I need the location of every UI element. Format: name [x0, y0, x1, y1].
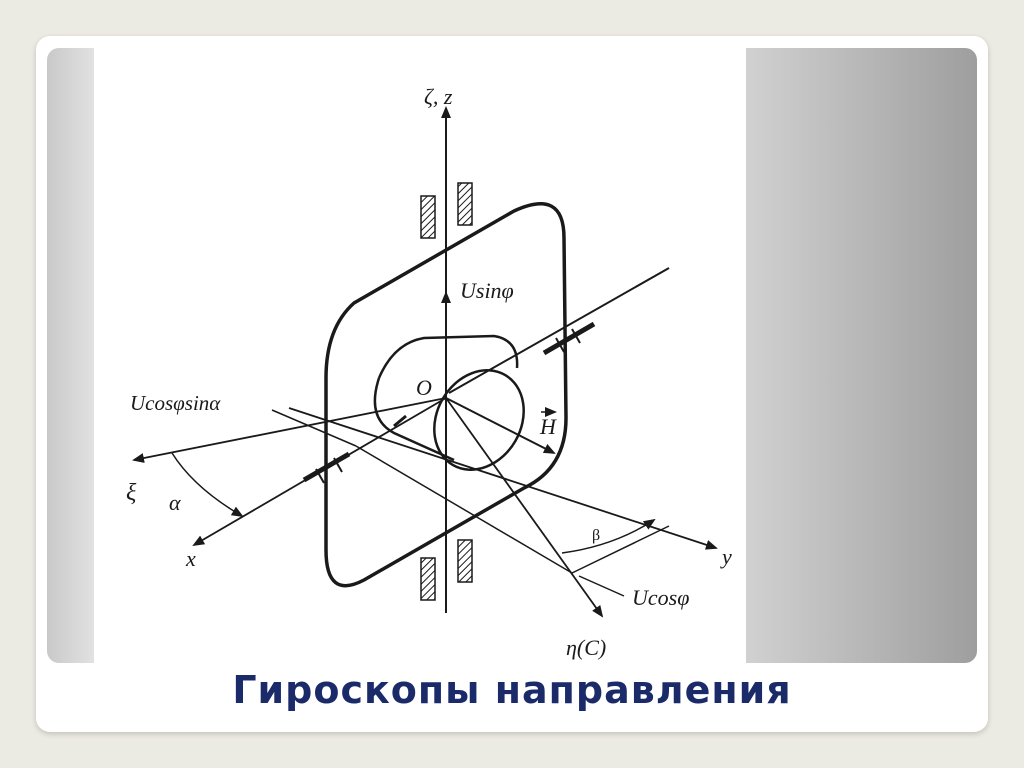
- hatched-bearings: [420, 182, 473, 601]
- label-h-vector: H: [539, 407, 557, 439]
- label-h: H: [539, 414, 557, 439]
- coordinate-axes: [132, 397, 718, 618]
- label-u-cos-phi-sin-alpha: Ucosφsinα: [130, 391, 221, 415]
- label-y: y: [720, 544, 732, 569]
- label-u-cos-phi: Ucosφ: [632, 585, 689, 610]
- label-xi: ξ: [126, 480, 137, 506]
- gyroscope-drawing: ζ, z Usinφ O Ucosφsinα H ξ α x β y Ucosφ…: [126, 84, 732, 660]
- label-alpha: α: [169, 490, 181, 515]
- gimbal-frame: [324, 202, 568, 588]
- gyroscope-diagram: ζ, z Usinφ O Ucosφsinα H ξ α x β y Ucosφ…: [94, 48, 746, 663]
- label-beta: β: [592, 527, 600, 544]
- label-x: x: [185, 546, 196, 571]
- label-eta-c: η(C): [566, 635, 606, 660]
- angle-arcs: [171, 452, 656, 554]
- label-u-sin-phi: Usinφ: [460, 278, 514, 303]
- label-origin: O: [416, 375, 432, 400]
- slide-title: Гироскопы направления: [232, 668, 792, 712]
- label-zeta-z: ζ, z: [424, 84, 453, 109]
